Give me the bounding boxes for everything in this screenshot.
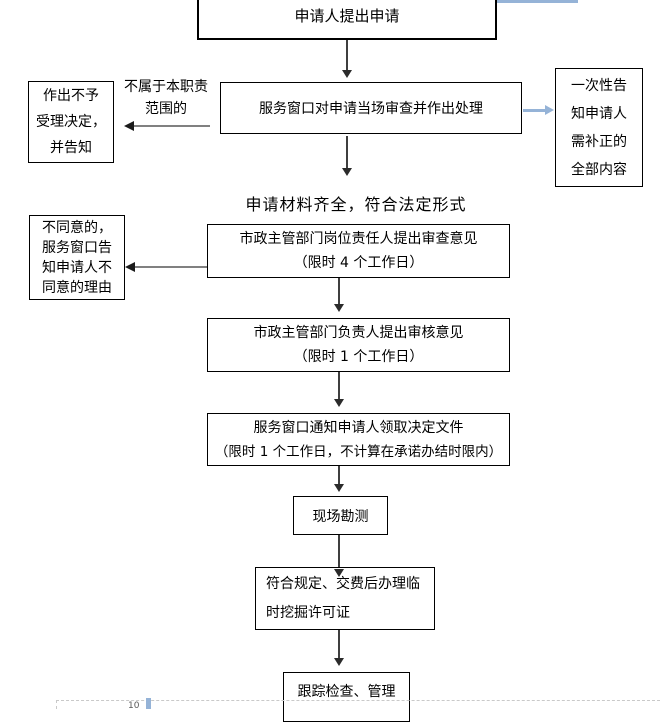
cursor-caret [146, 698, 151, 709]
node-reject-decision: 作出不予 受理决定， 并告知 [28, 81, 114, 163]
arrow-right-icon [545, 105, 554, 115]
node-notice-line: 全部内容 [571, 161, 627, 178]
page-boundary-corner [56, 700, 57, 709]
node-post-review-line: 市政主管部门岗位责任人提出审查意见 [239, 231, 478, 247]
connector-line [134, 125, 210, 127]
connector-line [338, 466, 340, 485]
node-site-survey-label: 现场勘测 [312, 508, 369, 525]
node-disagree-line: 知申请人不 [42, 259, 112, 276]
connector-line [135, 266, 207, 268]
node-notify-line: （限时 1 个工作日，不计算在承诺办结时限内） [214, 443, 503, 460]
label-materials-ok: 申请材料齐全，符合法定形式 [245, 195, 467, 214]
node-post-review: 市政主管部门岗位责任人提出审查意见 （限时 4 个工作日） [207, 224, 510, 278]
arrow-down-icon [342, 70, 352, 78]
node-leader-review-line: 市政主管部门负责人提出审核意见 [253, 325, 464, 341]
node-start: 申请人提出申请 [197, 0, 497, 40]
node-leader-review: 市政主管部门负责人提出审核意见 （限时 1 个工作日） [207, 318, 510, 372]
node-disagree-line: 不同意的， [42, 219, 112, 236]
label-not-in-scope: 不属于本职责 范围的 [116, 76, 216, 120]
arrow-left-icon [124, 121, 134, 131]
node-notify-line: 服务窗口通知申请人领取决定文件 [253, 419, 464, 436]
label-not-in-scope-line: 不属于本职责 [124, 79, 208, 95]
node-notify-pickup: 服务窗口通知申请人领取决定文件 （限时 1 个工作日，不计算在承诺办结时限内） [207, 413, 510, 466]
node-notice-line: 需补正的 [571, 133, 627, 150]
arrow-down-icon [334, 658, 344, 666]
connector-line [338, 372, 340, 400]
node-site-survey: 现场勘测 [293, 496, 388, 535]
connector-line [523, 109, 546, 112]
node-disagree-line: 同意的理由 [42, 279, 112, 296]
node-reject-line: 并告知 [50, 140, 92, 156]
node-permit-line: 符合规定、交费后办理临 [266, 575, 420, 592]
label-not-in-scope-line: 范围的 [145, 101, 187, 117]
node-reject-line: 受理决定， [36, 114, 106, 130]
arrow-down-icon [334, 569, 344, 577]
node-disagree-reason: 不同意的， 服务窗口告 知申请人不 同意的理由 [29, 215, 125, 300]
node-permit: 符合规定、交费后办理临 时挖掘许可证 [255, 567, 435, 630]
node-window-review-label: 服务窗口对申请当场审查并作出处理 [259, 101, 483, 117]
arrow-down-icon [334, 304, 344, 312]
node-tracking: 跟踪检查、管理 [283, 672, 410, 722]
arrow-down-icon [334, 484, 344, 492]
footer-page-number-artifact: 10 [128, 701, 140, 711]
arrow-down-icon [334, 399, 344, 407]
node-start-label: 申请人提出申请 [294, 6, 400, 25]
node-tracking-label: 跟踪检查、管理 [297, 684, 396, 700]
node-post-review-line: （限时 4 个工作日） [293, 255, 424, 271]
connector-line [338, 278, 340, 305]
arrow-left-icon [125, 262, 135, 272]
connector-line [346, 40, 348, 71]
node-one-time-notice: 一次性告 知申请人 需补正的 全部内容 [555, 68, 643, 187]
node-notice-line: 一次性告 [571, 77, 627, 94]
node-leader-review-line: （限时 1 个工作日） [293, 349, 424, 365]
arrow-down-icon [342, 168, 352, 176]
connector-line [338, 630, 340, 659]
node-notice-line: 知申请人 [571, 105, 627, 122]
connector-line [346, 136, 348, 169]
connector-line [338, 535, 340, 569]
node-permit-line: 时挖掘许可证 [266, 604, 350, 621]
node-window-review: 服务窗口对申请当场审查并作出处理 [220, 82, 522, 134]
page-boundary-line [56, 700, 660, 701]
node-disagree-line: 服务窗口告 [42, 239, 112, 256]
node-reject-line: 作出不予 [43, 88, 99, 104]
